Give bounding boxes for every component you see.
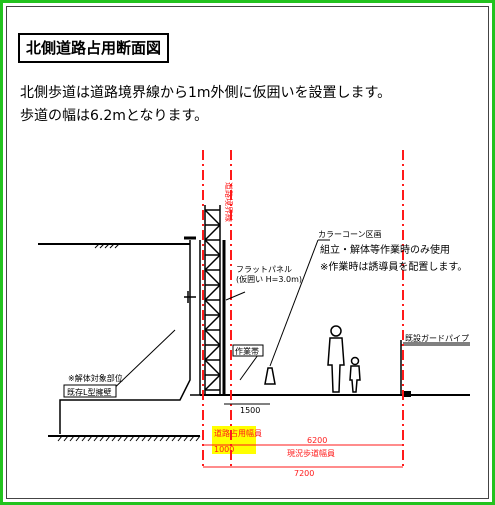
scaffolding — [204, 205, 221, 395]
inner-frame — [6, 6, 489, 499]
traffic-cone — [264, 367, 276, 385]
description-line-1: 北側歩道は道路境界線から1m外側に仮囲いを設置します。 — [20, 85, 392, 101]
dim-7200-label: 7200 — [294, 469, 314, 478]
dim-1000-label: 1000 — [214, 445, 234, 454]
cone-area-label: カラーコーン区画 — [318, 230, 382, 239]
dim-1500-label: 1500 — [240, 406, 260, 415]
retaining-wall — [59, 240, 191, 434]
existing-wall-label: 既存L型擁壁 — [67, 387, 111, 397]
dim-6200-label: 6200 — [307, 436, 327, 445]
flat-panel-sub-label: (仮囲い H=3.0m) — [236, 274, 302, 284]
assembly-note: 組立・解体等作業時のみ使用 — [320, 243, 450, 256]
current-sidewalk-label: 現況歩道幅員 — [287, 448, 335, 458]
guide-note: ※作業時は誘導員を配置します。 — [320, 260, 467, 273]
guard-pipe-label: 既設ガードパイプ — [405, 333, 469, 343]
description: 北側歩道は道路境界線から1m外側に仮囲いを設置します。 歩道の幅は6.2mとなり… — [20, 82, 480, 128]
work-zone-label: 作業帯 — [235, 346, 259, 356]
pedestrians — [327, 325, 361, 393]
occupancy-highlight — [212, 426, 256, 454]
diagram-title: 北側道路占用断面図 — [18, 33, 170, 63]
flat-panel-label: フラットパネル — [236, 265, 292, 274]
description-line-2: 歩道の幅は6.2mとなります。 — [20, 108, 209, 124]
lower-ground-hatch — [57, 435, 201, 442]
boundary-vertical-label: 道路境界線 — [224, 182, 234, 222]
demolition-target-label: ※解体対象部位 — [68, 373, 123, 383]
occupancy-width-label: 道路占用幅員 — [214, 428, 262, 438]
upper-ground-hatch — [94, 243, 120, 249]
leader-lines — [104, 239, 470, 398]
